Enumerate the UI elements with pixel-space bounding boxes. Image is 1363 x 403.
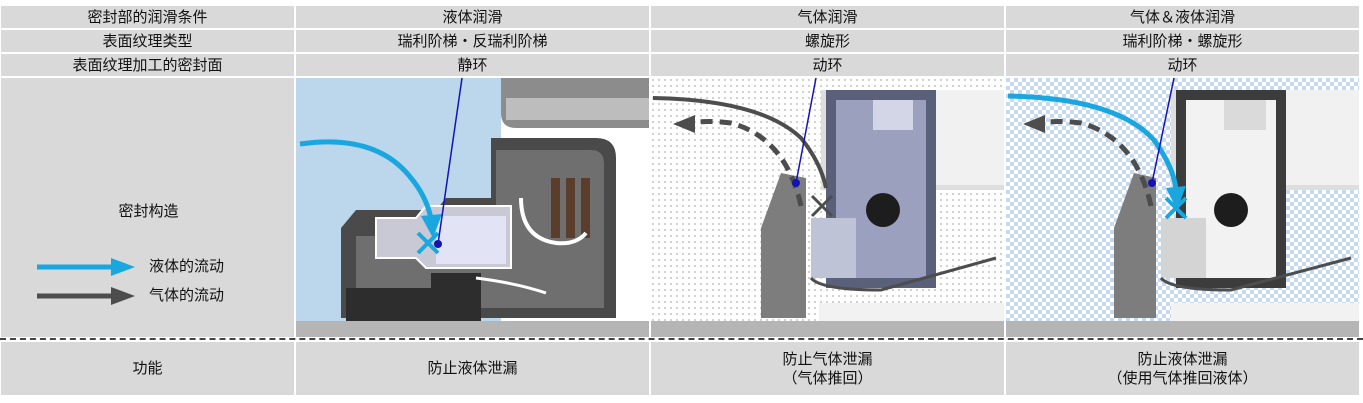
legend-liquid-arrow	[37, 258, 135, 276]
texture-type-liquid: 瑞利阶梯・反瑞利阶梯	[295, 29, 650, 53]
row-label-structure: 密封构造	[118, 202, 179, 220]
function-liquid: 防止液体泄漏	[295, 341, 650, 396]
seal-diagram-gas-liquid	[1005, 77, 1360, 338]
legend-arrows	[37, 258, 135, 305]
row-label-structure-cell: 密封构造 液体的流动 气体的流动	[0, 77, 295, 338]
x-mark-icon	[1164, 196, 1188, 220]
texture-face-gas: 动环	[650, 53, 1005, 77]
seal-diagram-liquid	[295, 77, 650, 338]
function-gas-liquid: 防止液体泄漏 （使用气体推回液体）	[1005, 341, 1360, 396]
x-mark-icon	[810, 194, 834, 218]
seal-diagram-gas	[650, 77, 1005, 338]
row-label-condition: 密封部的润滑条件	[0, 5, 295, 29]
row-label-function: 功能	[0, 341, 295, 396]
function-gas: 防止气体泄漏 （气体推回）	[650, 341, 1005, 396]
liquid-arrowhead	[1166, 186, 1186, 210]
x-mark-icon	[416, 231, 440, 255]
condition-gas-liquid: 气体＆液体润滑	[1005, 5, 1360, 29]
condition-liquid: 液体润滑	[295, 5, 650, 29]
texture-type-gas-liquid: 瑞利阶梯・螺旋形	[1005, 29, 1360, 53]
gas-arrowhead	[1023, 115, 1045, 133]
texture-type-gas: 螺旋形	[650, 29, 1005, 53]
row-label-texture-face: 表面纹理加工的密封面	[0, 53, 295, 77]
section-divider	[0, 338, 1363, 340]
legend-liquid-label: 液体的流动	[149, 257, 225, 275]
texture-face-liquid: 静环	[295, 53, 650, 77]
legend-gas-label: 气体的流动	[149, 286, 225, 304]
gas-arrowhead	[673, 115, 695, 133]
condition-gas: 气体润滑	[650, 5, 1005, 29]
legend-gas-arrow	[37, 287, 135, 305]
texture-face-gas-liquid: 动环	[1005, 53, 1360, 77]
liquid-arrowhead	[421, 214, 442, 238]
row-label-texture-type: 表面纹理类型	[0, 29, 295, 53]
